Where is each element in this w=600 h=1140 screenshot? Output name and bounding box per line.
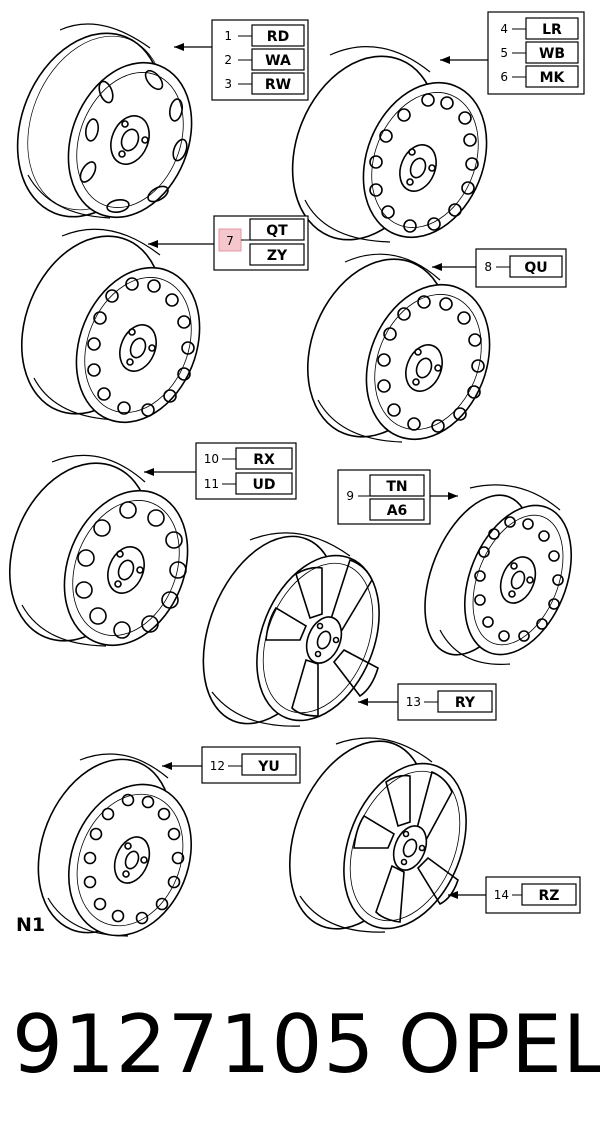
callout-code: QU <box>524 260 547 276</box>
wheel-1 <box>16 23 193 219</box>
callout-index: 6 <box>500 70 508 84</box>
callout-index: 14 <box>494 888 509 902</box>
callout-index: 9 <box>346 489 354 503</box>
callout-index: 2 <box>224 53 232 67</box>
callout-code: RZ <box>539 888 560 904</box>
callout-code: A6 <box>387 503 408 519</box>
wheel-8 <box>37 753 193 937</box>
callout-index: 12 <box>210 759 225 773</box>
wheel-3 <box>20 228 201 424</box>
callout-index: 13 <box>406 695 421 709</box>
callout-index: 5 <box>500 46 508 60</box>
brand-name: OPEL <box>398 998 600 1091</box>
wheel-rim-diagram: 1 RD 2 WA 3 RW 4 LR 5 WB 6 MK 7 QT ZY <box>8 11 585 937</box>
callout-code: MK <box>540 70 566 86</box>
callout-index: 8 <box>484 260 492 274</box>
callout-code: RX <box>253 452 275 468</box>
callout-index: 11 <box>204 477 219 491</box>
part-number: 9127105 <box>12 998 376 1091</box>
callout-index: 3 <box>224 77 232 91</box>
wheel-6 <box>424 484 573 665</box>
wheel-4 <box>306 253 491 443</box>
wheel-5 <box>8 454 189 647</box>
callout-code: TN <box>386 479 407 495</box>
callout-code: RW <box>265 77 291 93</box>
callout-code: LR <box>542 22 562 38</box>
callout-code: ZY <box>267 248 288 264</box>
wheel-7 <box>202 532 380 727</box>
callout-code: QT <box>266 223 288 239</box>
callout-code: WA <box>265 53 291 69</box>
callout-group-2: 4 LR 5 WB 6 MK <box>440 11 585 95</box>
callout-group-9: 14 RZ <box>448 876 581 914</box>
wheel-2 <box>291 46 488 243</box>
callout-index: 1 <box>224 29 232 43</box>
callout-group-6: 9 TN A6 <box>337 469 458 525</box>
callout-group-5: 10 RX 11 UD <box>144 442 297 500</box>
callout-code: RY <box>455 695 476 711</box>
footer: 9127105 OPEL <box>0 990 600 1110</box>
callout-code: UD <box>253 477 276 493</box>
callout-group-7: 13 RY <box>358 683 497 721</box>
callout-group-3: 7 QT ZY <box>148 215 309 271</box>
callout-group-1: 1 RD 2 WA 3 RW <box>174 19 309 101</box>
callout-index: 10 <box>204 452 219 466</box>
callout-index: 4 <box>500 22 508 36</box>
callout-code: RD <box>267 29 289 45</box>
wheel-9 <box>288 737 467 933</box>
callout-code: WB <box>539 46 565 62</box>
callout-code: YU <box>257 759 280 775</box>
callout-index: 7 <box>226 234 234 248</box>
corner-label: N1 <box>16 914 45 936</box>
callout-group-8: 12 YU <box>162 746 301 784</box>
callout-group-4: 8 QU <box>432 248 567 288</box>
